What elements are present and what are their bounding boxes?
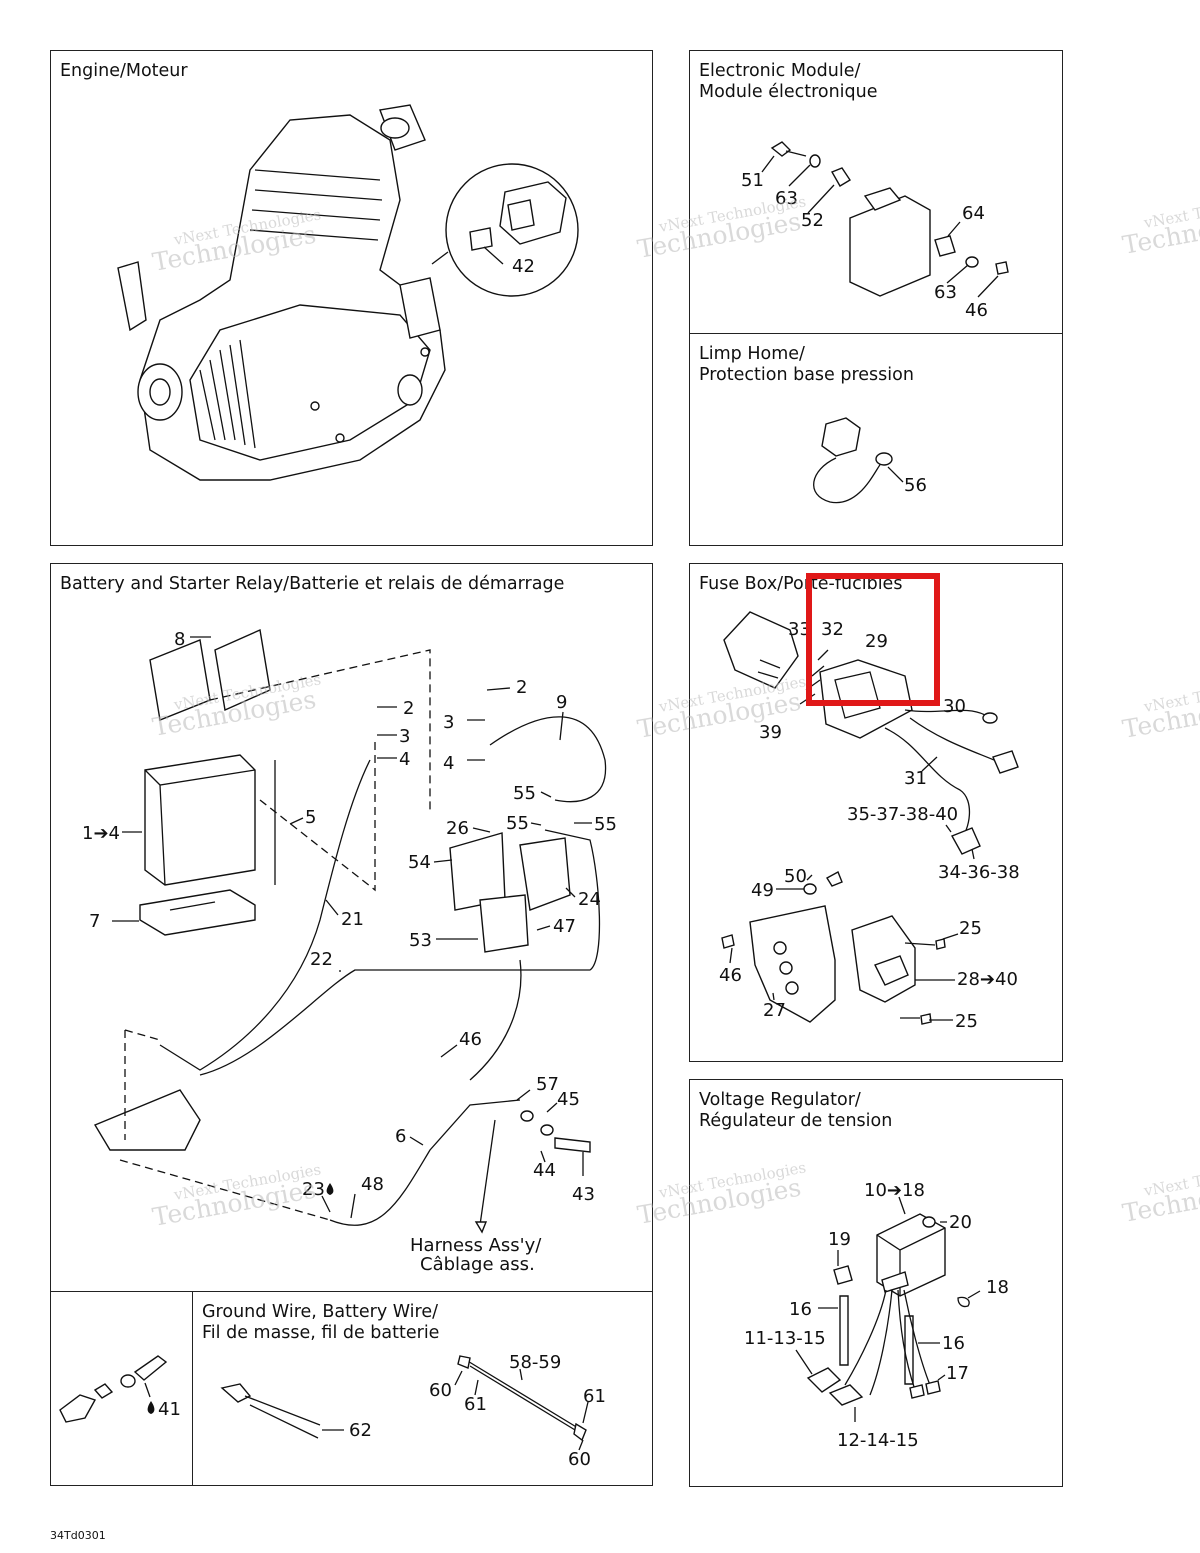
callout-21: 21 [341, 909, 364, 930]
callout-33: 33 [788, 619, 811, 640]
callout-27: 27 [763, 1000, 786, 1021]
battery-leader-lines [112, 636, 592, 1219]
callout-51: 51 [741, 170, 764, 191]
callout-53: 53 [409, 930, 432, 951]
callout-52: 52 [801, 210, 824, 231]
callout-44: 44 [533, 1160, 556, 1181]
panel-title-battery: Battery and Starter Relay/Batterie et re… [60, 574, 565, 594]
panel-title-voltage-regulator: Voltage Regulator/ Régulateur de tension [699, 1090, 893, 1131]
panel-battery: Battery and Starter Relay/Batterie et re… [50, 563, 653, 1292]
panel-title-electronic-module: Electronic Module/ Module électronique [699, 61, 878, 102]
callout-3-right: 3 [443, 712, 454, 733]
callout-46-fuse: 46 [719, 965, 742, 986]
panel-title-limp-home: Limp Home/ Protection base pression [699, 344, 914, 385]
callout-25-top: 25 [959, 918, 982, 939]
callout-63-bottom: 63 [934, 282, 957, 303]
callout-46-module: 46 [965, 300, 988, 321]
callout-61-left: 61 [464, 1394, 487, 1415]
panel-title-fuse-box: Fuse Box/Porte-fucibles [699, 574, 903, 594]
callout-62: 62 [349, 1420, 372, 1441]
callout-7: 7 [89, 911, 100, 932]
callout-47: 47 [553, 916, 576, 937]
callout-3-left: 3 [399, 726, 410, 747]
callout-16-left: 16 [789, 1299, 812, 1320]
callout-34-36-38: 34-36-38 [938, 862, 1020, 883]
panel-ground-wire: Ground Wire, Battery Wire/ Fil de masse,… [192, 1291, 653, 1486]
callout-22: 22 [310, 949, 333, 970]
callout-57: 57 [536, 1074, 559, 1095]
callout-31: 31 [904, 768, 927, 789]
callout-4-right: 4 [443, 753, 454, 774]
callout-45: 45 [557, 1089, 580, 1110]
callout-19: 19 [828, 1229, 851, 1250]
callout-32: 32 [821, 619, 844, 640]
callout-55-right: 55 [594, 814, 617, 835]
voltage-regulator-illustration [795, 1196, 981, 1422]
callout-2-left: 2 [403, 698, 414, 719]
callout-63-top: 63 [775, 188, 798, 209]
callout-46-battery: 46 [459, 1029, 482, 1050]
callout-9: 9 [556, 692, 567, 713]
callout-30: 30 [943, 696, 966, 717]
electronic-module-illustration [761, 141, 1009, 298]
oil-drop-icon-41 [147, 1401, 155, 1414]
callout-60-right: 60 [568, 1449, 591, 1470]
battery-illustration [93, 628, 607, 1234]
panel-ground-connector [50, 1291, 193, 1486]
callout-41: 41 [158, 1399, 181, 1420]
callout-23: 23 [302, 1179, 325, 1200]
panel-voltage-regulator: Voltage Regulator/ Régulateur de tension [689, 1079, 1063, 1487]
callout-60-left: 60 [429, 1380, 452, 1401]
ground-connector-illustration [59, 1355, 168, 1423]
panel-limp-home: Limp Home/ Protection base pression [689, 333, 1063, 546]
callout-11-13-15: 11-13-15 [744, 1328, 826, 1349]
callout-42: 42 [512, 256, 535, 277]
callout-20: 20 [949, 1212, 972, 1233]
callout-50: 50 [784, 866, 807, 887]
highlight-box [806, 573, 940, 706]
callout-6: 6 [395, 1126, 406, 1147]
callout-61-right: 61 [583, 1386, 606, 1407]
callout-55-mid: 55 [506, 813, 529, 834]
callout-56: 56 [904, 475, 927, 496]
limp-home-illustration [813, 417, 904, 504]
callout-49: 49 [751, 880, 774, 901]
harness-note-line2: Câblage ass. [420, 1254, 535, 1275]
panel-title-engine: Engine/Moteur [60, 61, 188, 81]
callout-17: 17 [946, 1363, 969, 1384]
callout-24: 24 [578, 889, 601, 910]
callout-25-bottom: 25 [955, 1011, 978, 1032]
callout-18: 18 [986, 1277, 1009, 1298]
callout-43: 43 [572, 1184, 595, 1205]
callout-16-right: 16 [942, 1333, 965, 1354]
callout-54: 54 [408, 852, 431, 873]
callout-4-left: 4 [399, 749, 410, 770]
callout-26: 26 [446, 818, 469, 839]
harness-note-line1: Harness Ass'y/ [410, 1235, 542, 1256]
engine-illustration [117, 104, 446, 481]
engine-connector-detail [431, 163, 579, 297]
callout-8: 8 [174, 629, 185, 650]
callout-48: 48 [361, 1174, 384, 1195]
callout-55-top: 55 [513, 783, 536, 804]
oil-drop-icon-23 [326, 1183, 334, 1195]
callout-39: 39 [759, 722, 782, 743]
callout-28-40: 28➔40 [957, 969, 1018, 990]
callout-64: 64 [962, 203, 985, 224]
callout-58-59: 58-59 [509, 1352, 561, 1373]
callout-5: 5 [305, 807, 316, 828]
ground-wire-illustration [220, 1355, 589, 1451]
footer-code: 34Td0301 [50, 1529, 106, 1542]
callout-10-18: 10➔18 [864, 1180, 925, 1201]
fuse-box-illustration [721, 611, 1019, 1025]
callout-2-right: 2 [516, 677, 527, 698]
callout-1-4: 1➔4 [82, 823, 120, 844]
panel-title-ground-wire: Ground Wire, Battery Wire/ Fil de masse,… [202, 1302, 440, 1343]
callout-35-37-38-40: 35-37-38-40 [847, 804, 958, 825]
callout-12-14-15: 12-14-15 [837, 1430, 919, 1451]
callout-29: 29 [865, 631, 888, 652]
